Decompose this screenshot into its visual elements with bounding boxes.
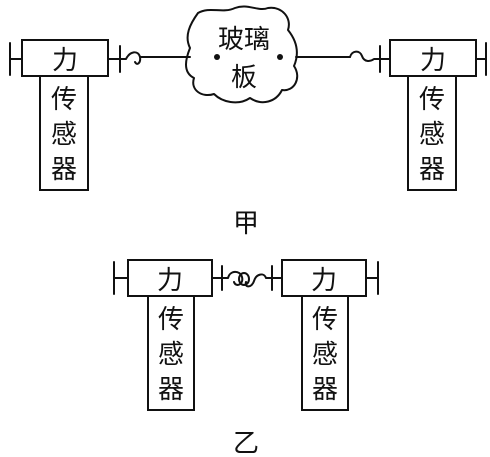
b-left-sensor-body-char-1: 传 <box>158 305 184 335</box>
b-right-sensor-hook-stub <box>271 265 283 291</box>
b-right-sensor-head <box>281 259 367 297</box>
glass-right-contact-dot <box>277 54 283 60</box>
b-right-sensor-head-label: 力 <box>311 266 337 296</box>
glass-plate-outline <box>185 5 299 104</box>
b-left-sensor-end-cap <box>113 261 129 295</box>
glass-plate-label-line-1: 玻璃 <box>218 25 270 55</box>
right-sensor-hook-stub <box>379 45 391 73</box>
glass-plate-label-line-2: 板 <box>231 63 257 93</box>
b-left-sensor-body-char-3: 器 <box>158 375 184 405</box>
left-sensor-body-char-2: 感 <box>51 120 77 150</box>
left-sensor-body-char-3: 器 <box>51 155 77 185</box>
figure-b-caption: 乙 <box>233 429 259 457</box>
left-sensor-body-char-1: 传 <box>51 85 77 115</box>
figure-a-caption: 甲 <box>233 209 259 239</box>
right-sensor-head-label: 力 <box>420 46 446 76</box>
left-sensor-body <box>39 75 89 191</box>
right-sensor-body-char-1: 传 <box>419 85 445 115</box>
right-sensor-body-char-3: 器 <box>419 155 445 185</box>
glass-plate: 玻璃 板 <box>185 5 299 104</box>
b-right-sensor-body-char-1: 传 <box>312 305 338 335</box>
figure-b: 力 传 感 器 力 传 感 器 乙 <box>113 259 379 457</box>
b-right-sensor-body-char-2: 感 <box>312 340 338 370</box>
left-sensor-end-cap <box>9 42 23 76</box>
right-sensor-end-cap <box>475 42 487 76</box>
right-sensor-body <box>407 75 457 191</box>
glass-left-contact-dot <box>214 54 220 60</box>
left-hook <box>119 51 142 65</box>
b-right-sensor-body-char-3: 器 <box>312 375 338 405</box>
b-left-sensor-body <box>147 295 195 411</box>
b-left-sensor-head-label: 力 <box>157 266 183 296</box>
figure-a-right-sensor: 力 传 感 器 <box>379 39 487 191</box>
b-right-sensor-body <box>301 295 349 411</box>
left-sensor-hook-stub <box>107 45 121 73</box>
figure-a-left-sensor: 力 传 感 器 <box>9 39 121 191</box>
b-left-sensor-body-char-2: 感 <box>158 340 184 370</box>
right-sensor-body-char-2: 感 <box>419 120 445 150</box>
figure-b-right-sensor: 力 传 感 器 <box>271 259 379 411</box>
interlocked-hooks <box>221 270 273 288</box>
b-right-sensor-end-cap <box>365 261 379 295</box>
right-hook <box>349 50 381 62</box>
figure-a: 力 传 感 器 玻璃 板 力 传 感 <box>9 5 487 239</box>
hook-link-ring <box>238 272 250 286</box>
figure-b-left-sensor: 力 传 感 器 <box>113 259 223 411</box>
b-left-sensor-hook-stub <box>211 265 223 291</box>
left-sensor-head-label: 力 <box>52 46 78 76</box>
